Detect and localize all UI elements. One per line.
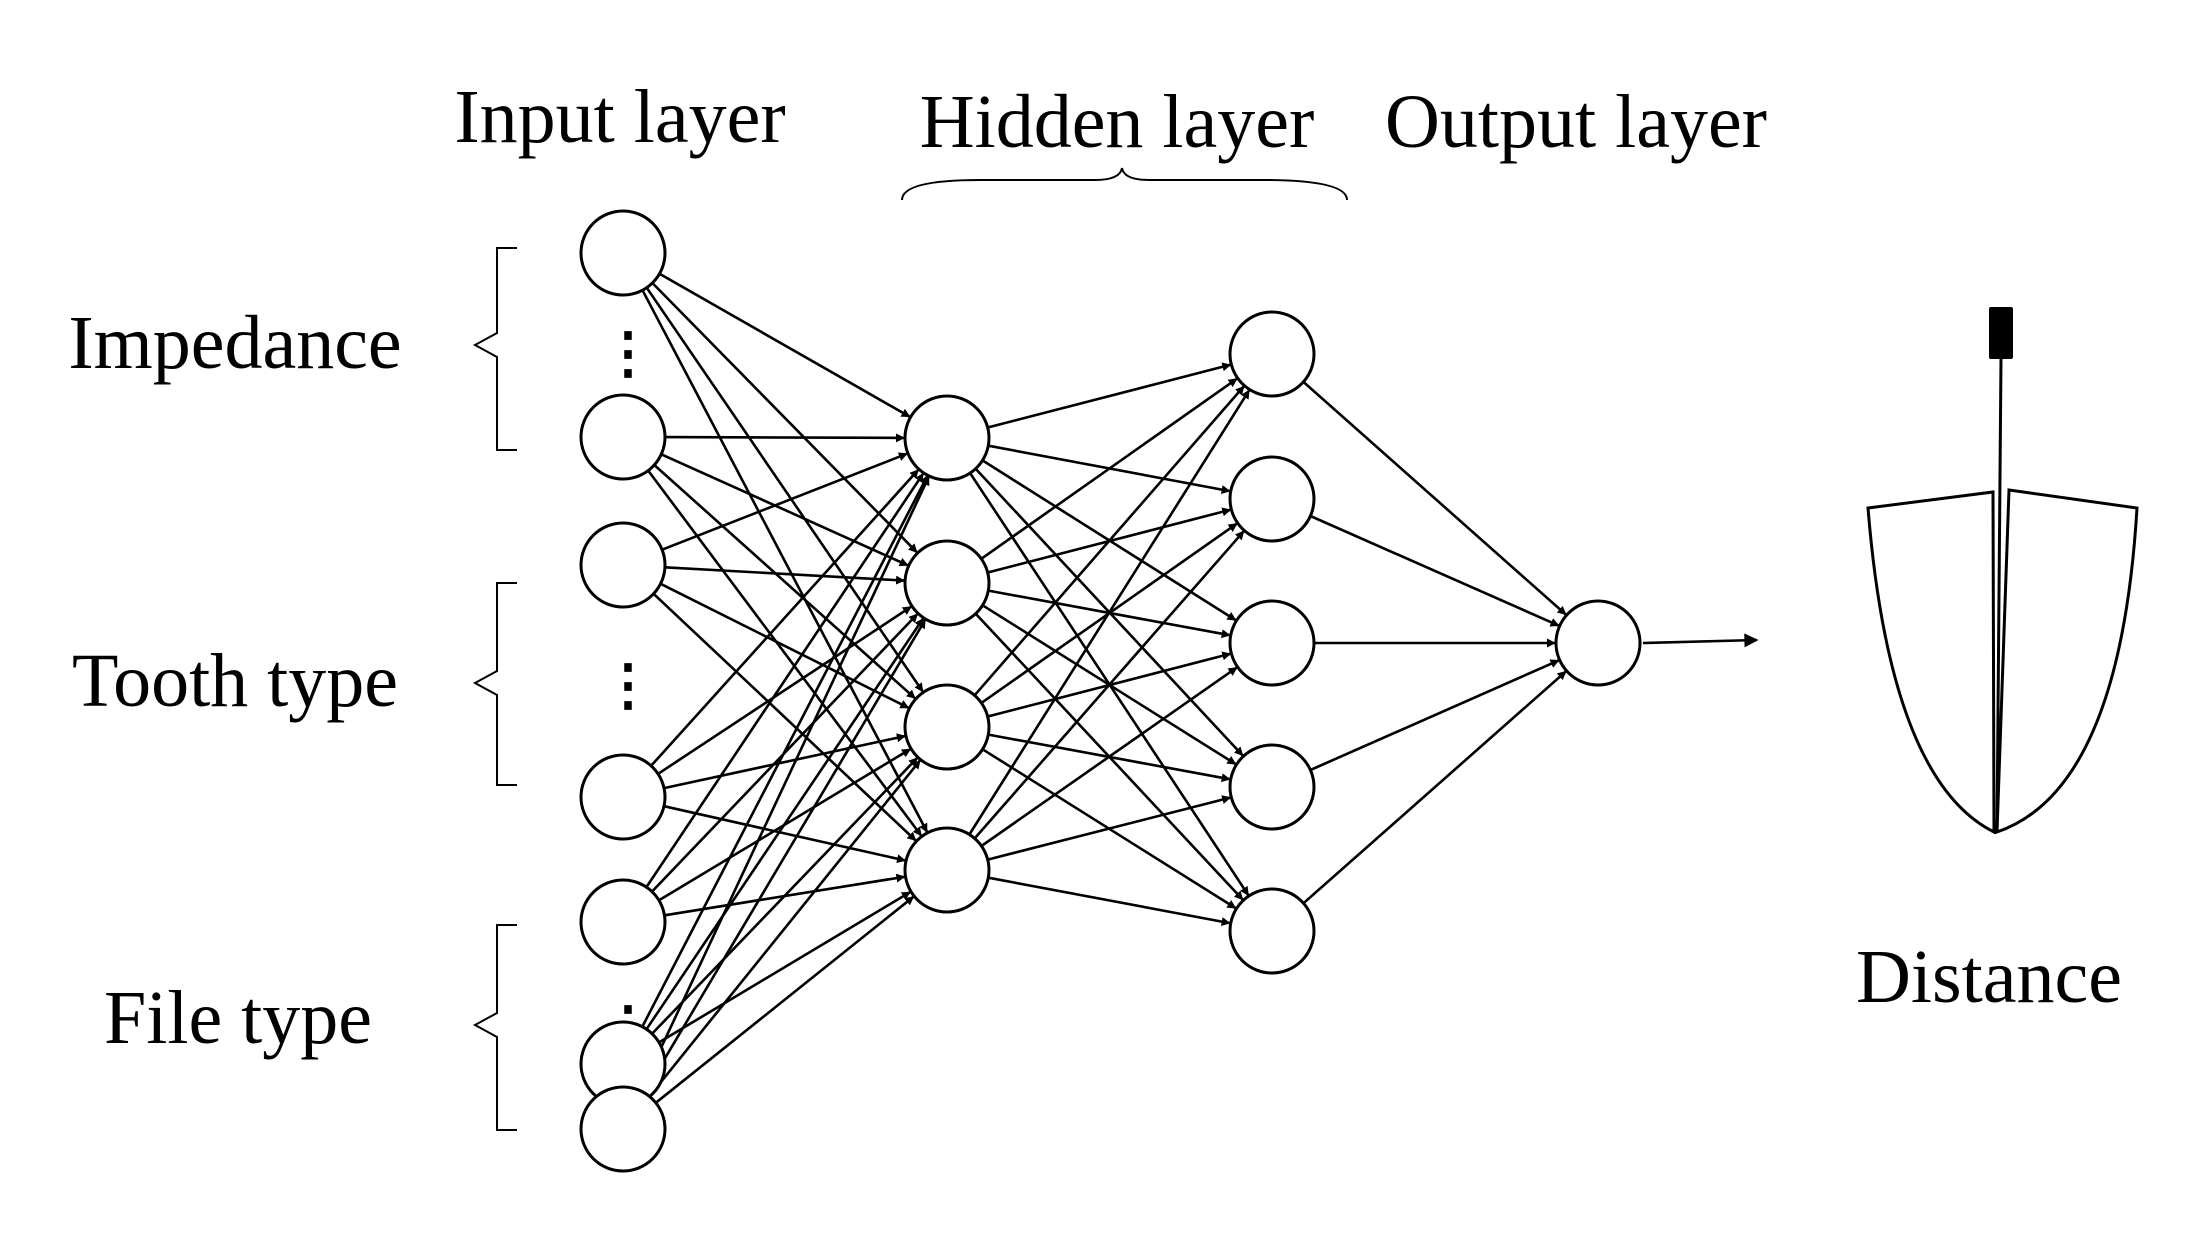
- connection-input-node-3-to-hidden1-node-1: [661, 452, 908, 551]
- input-layer-label: Input layer: [454, 75, 785, 159]
- tooth-left-half: [1866, 490, 1996, 835]
- input-node-4: [579, 753, 667, 841]
- connection-input-node-1-to-hidden1-node-2: [651, 282, 918, 554]
- connection-input-node-3-to-hidden1-node-2: [664, 566, 905, 585]
- tooth-right-half: [1995, 488, 2139, 835]
- connection-hidden2-node-5-to-output-node-1: [1302, 670, 1567, 905]
- connection-input-node-2-to-hidden1-node-1: [664, 433, 905, 443]
- input-node-3: [579, 521, 667, 609]
- impedance-brace: [472, 247, 517, 451]
- connection-input-node-2-to-hidden1-node-4: [647, 469, 923, 837]
- hidden-layer-label: Hidden layer: [920, 80, 1315, 164]
- connection-input-node-4-to-hidden1-node-4: [663, 804, 906, 864]
- connection-hidden1-node-3-to-hidden2-node-1: [973, 385, 1245, 697]
- endodontic-file-handle: [1989, 307, 2013, 359]
- connection-input-node-4-to-hidden1-node-1: [650, 469, 920, 767]
- connection-input-node-6-to-hidden1-node-3: [651, 757, 919, 1035]
- output-arrow: [1642, 633, 1759, 648]
- input-node-2: [579, 393, 667, 481]
- tooth-type-label: Tooth type: [72, 639, 398, 723]
- endodontic-file-shaft: [1995, 357, 2003, 833]
- tooth-type-ellipsis: ⋮: [600, 655, 656, 717]
- output-node-1: [1554, 599, 1642, 687]
- connection-hidden2-node-4-to-output-node-1: [1309, 659, 1560, 772]
- input-node-5: [579, 878, 667, 966]
- output-layer-label: Output layer: [1385, 80, 1767, 164]
- hidden2-node-3: [1228, 599, 1316, 687]
- impedance-label: Impedance: [68, 301, 401, 385]
- connection-input-node-1-to-hidden1-node-3: [645, 286, 924, 693]
- hidden-layer-brace: [901, 167, 1348, 201]
- connection-hidden1-node-2-to-hidden2-node-1: [980, 377, 1238, 560]
- hidden2-node-2: [1228, 455, 1316, 543]
- connection-input-node-7-to-hidden1-node-3: [648, 759, 922, 1098]
- connection-input-node-3-to-hidden1-node-4: [652, 592, 917, 842]
- connection-input-node-2-to-hidden1-node-2: [660, 453, 909, 567]
- connection-input-node-5-to-hidden1-node-1: [645, 472, 925, 888]
- connection-hidden1-node-1-to-hidden2-node-1: [987, 362, 1232, 429]
- connection-hidden2-node-2-to-output-node-1: [1309, 514, 1560, 627]
- nodes: [579, 209, 1642, 1173]
- connection-hidden1-node-4-to-hidden2-node-2: [973, 530, 1245, 840]
- input-node-7: [579, 1085, 667, 1173]
- connection-input-node-7-to-hidden1-node-4: [654, 895, 915, 1104]
- impedance-ellipsis: ⋮: [600, 323, 656, 385]
- connection-hidden1-node-4-to-hidden2-node-3: [980, 666, 1238, 848]
- tooth-illustration: [1866, 307, 2139, 835]
- connection-hidden1-node-4-to-hidden2-node-1: [968, 389, 1251, 836]
- hidden2-node-4: [1228, 743, 1316, 831]
- tooth-type-brace: [472, 582, 517, 786]
- hidden1-node-2: [903, 539, 991, 627]
- connection-input-node-1-to-hidden1-node-1: [658, 272, 911, 418]
- connections: [639, 272, 1567, 1104]
- connection-input-node-6-to-hidden1-node-1: [641, 475, 929, 1028]
- connection-input-node-7-to-hidden1-node-1: [639, 476, 930, 1092]
- connection-input-node-6-to-hidden1-node-2: [645, 617, 925, 1030]
- hidden1-node-1: [903, 394, 991, 482]
- connection-input-node-7-to-hidden1-node-2: [643, 619, 927, 1094]
- connection-hidden1-node-4-to-hidden2-node-5: [988, 876, 1231, 927]
- file-type-label: File type: [104, 976, 372, 1060]
- connection-input-node-4-to-hidden1-node-3: [663, 733, 906, 790]
- connection-input-node-2-to-hidden1-node-3: [653, 464, 916, 700]
- connection-hidden1-node-4-to-hidden2-node-4: [987, 795, 1232, 861]
- hidden1-node-4: [903, 826, 991, 914]
- connection-input-node-3-to-hidden1-node-3: [660, 582, 910, 709]
- connection-hidden2-node-1-to-output-node-1: [1302, 380, 1567, 616]
- hidden2-node-1: [1228, 310, 1316, 398]
- connection-input-node-6-to-hidden1-node-4: [658, 890, 911, 1044]
- file-type-brace: [472, 924, 517, 1131]
- input-node-1: [579, 209, 667, 297]
- hidden2-node-5: [1228, 887, 1316, 975]
- hidden1-node-3: [903, 683, 991, 771]
- connection-input-node-4-to-hidden1-node-2: [657, 605, 912, 775]
- distance-label: Distance: [1856, 935, 2122, 1019]
